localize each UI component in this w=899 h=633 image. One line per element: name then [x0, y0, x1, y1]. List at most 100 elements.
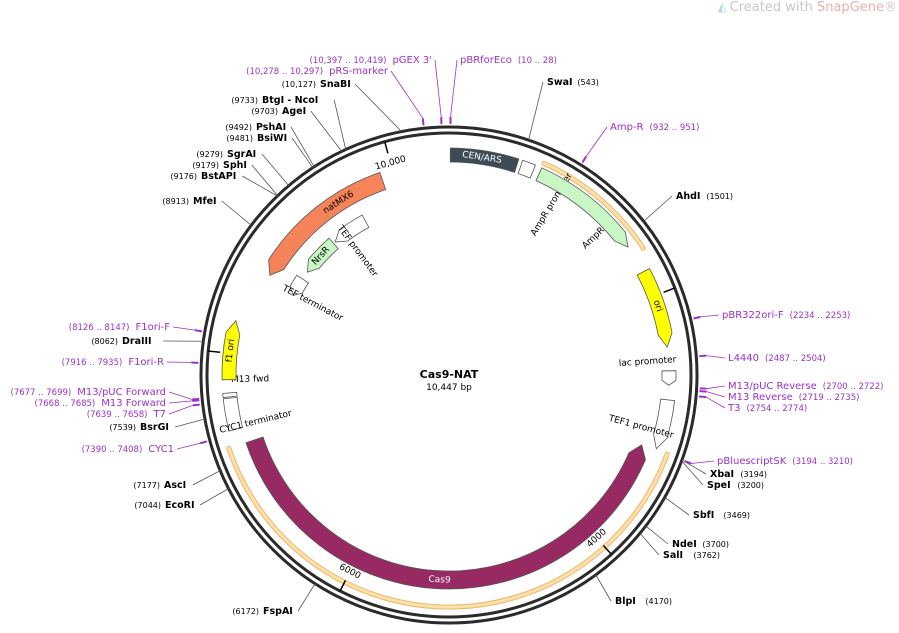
- site-name: SpeI: [707, 480, 731, 491]
- restriction-site[interactable]: SnaBI(10,127): [282, 79, 402, 132]
- feature-arrow[interactable]: [636, 267, 673, 348]
- primer-site[interactable]: T3(2754 .. 2774): [698, 395, 807, 414]
- site-leader: [354, 83, 402, 132]
- site-position: (9279): [196, 150, 223, 159]
- restriction-site[interactable]: MfeI(8913): [162, 196, 252, 226]
- feature-label: lac promoter: [619, 355, 677, 369]
- primer-label: pBRforEco(10 .. 28): [460, 55, 557, 66]
- feature-tef-promoter[interactable]: TEF promoter: [334, 214, 379, 279]
- restriction-site[interactable]: DraIII(8062): [91, 336, 204, 347]
- restriction-site[interactable]: AgeI(9703): [251, 106, 343, 152]
- restriction-site[interactable]: BsrGI(7539): [109, 418, 206, 433]
- primer-site[interactable]: M13/pUC Reverse(2700 .. 2722): [699, 381, 884, 392]
- primer-range: (7390 .. 7408): [82, 445, 143, 455]
- primer-leader: [168, 391, 193, 400]
- restriction-site[interactable]: BsiWI(9481): [226, 133, 314, 168]
- restriction-site[interactable]: SpeI(3200): [681, 460, 764, 491]
- feature-arrow[interactable]: [449, 147, 520, 173]
- feature-arrow[interactable]: [222, 391, 238, 398]
- primer-site[interactable]: pBluescriptSK(3194 .. 3210): [684, 456, 853, 467]
- feature-arrow[interactable]: [245, 436, 646, 590]
- feature-arrow[interactable]: [334, 214, 370, 243]
- primer-site[interactable]: (8126 .. 8147)F1ori-F: [69, 322, 203, 333]
- feature-arrow[interactable]: [653, 398, 675, 450]
- primer-name: CYC1: [148, 444, 174, 455]
- feature-cas9[interactable]: Cas9: [245, 436, 646, 590]
- primer-leader: [706, 385, 726, 390]
- primer-site[interactable]: pBRforEco(10 .. 28): [449, 55, 557, 125]
- primer-site[interactable]: (10,397 .. 10,419)pGEX 3': [310, 55, 443, 125]
- restriction-site[interactable]: FspAI(6172): [232, 583, 316, 617]
- site-leader: [174, 418, 206, 428]
- orf-band-fill: [542, 161, 645, 250]
- backbone-inner-strand: [205, 131, 693, 619]
- primer-site[interactable]: (7668 .. 7685) M13 Forward: [35, 398, 200, 409]
- site-position: (7177): [133, 481, 160, 490]
- feature-cyc1-terminator[interactable]: CYC1 terminator: [219, 396, 293, 436]
- feature-ori[interactable]: ori: [636, 267, 673, 348]
- primer-range: (2700 .. 2722): [823, 382, 884, 392]
- primer-site[interactable]: L4440(2487 .. 2504): [699, 353, 826, 364]
- feature-cen-ars[interactable]: CEN/ARS: [449, 147, 520, 173]
- primer-name: pGEX 3': [392, 55, 432, 66]
- watermark-mark: ®: [884, 0, 897, 15]
- restriction-site[interactable]: SwaI(543): [528, 77, 599, 141]
- restriction-site[interactable]: PshAI(9492): [225, 122, 315, 167]
- site-name: SphI: [223, 160, 247, 171]
- primer-mark: [698, 395, 707, 399]
- feature-arrow[interactable]: [268, 171, 387, 276]
- site-name: FspAI: [263, 606, 293, 617]
- feature-arrow[interactable]: [517, 159, 537, 179]
- feature-arrow[interactable]: [306, 237, 339, 273]
- site-leader: [595, 574, 612, 602]
- feature-arrow[interactable]: [535, 167, 629, 248]
- feature-m13-fwd[interactable]: M13 fwd: [222, 374, 269, 398]
- site-leader: [643, 195, 673, 222]
- restriction-site[interactable]: AscI(7177): [133, 470, 221, 491]
- primer-site[interactable]: M13 Reverse(2719 .. 2735): [699, 390, 859, 403]
- restriction-site[interactable]: EcoRI(7044): [134, 488, 229, 511]
- restriction-site[interactable]: SbfI(3469): [664, 496, 750, 521]
- primer-label: M13 Reverse(2719 .. 2735): [728, 392, 859, 403]
- site-name: SwaI: [547, 77, 573, 88]
- primer-range: (10,278 .. 10,297): [246, 67, 323, 77]
- watermark-prefix: Created with: [729, 0, 817, 15]
- site-name: SbfI: [693, 510, 714, 521]
- tick-mark: [663, 287, 676, 293]
- restriction-site[interactable]: BstAPI(9176): [170, 171, 278, 197]
- restriction-site[interactable]: SphI(9179): [192, 160, 278, 196]
- restriction-site[interactable]: BlpI(4170): [595, 574, 672, 607]
- primer-mark: [192, 403, 200, 407]
- restriction-site-layer: SwaI(543)AhdI(1501)XbaI(3194)SpeI(3200)S…: [91, 77, 767, 617]
- feature-f1-ori[interactable]: f1 ori: [221, 319, 241, 381]
- restriction-site[interactable]: SalI(3762): [639, 532, 720, 561]
- primer-site[interactable]: (7677 .. 7699)M13/pUC Forward: [11, 387, 200, 401]
- feature-label: ori: [651, 299, 664, 313]
- site-leader: [681, 460, 704, 486]
- primer-site[interactable]: (10,278 .. 10,297)pRS-marker: [246, 66, 425, 126]
- primer-site[interactable]: (7916 .. 7935)F1ori-R: [62, 357, 199, 368]
- primer-site[interactable]: (7639 .. 7658)T7: [87, 403, 200, 420]
- feature-arrow[interactable]: [289, 274, 310, 296]
- feature-tef-terminator[interactable]: TEF terminator: [280, 274, 345, 324]
- orf-band-fill: [227, 446, 669, 609]
- primer-site[interactable]: Amp-R(932 .. 951): [581, 122, 699, 163]
- feature-lac-promoter[interactable]: lac promoter: [619, 355, 677, 386]
- feature-nrsr[interactable]: NrsR: [306, 237, 339, 273]
- tick-label: 10,000: [374, 154, 407, 172]
- restriction-site[interactable]: SgrAI(9279): [196, 149, 290, 186]
- center-label: Cas9-NAT 10,447 bp: [420, 368, 479, 393]
- site-name: AgeI: [282, 106, 306, 117]
- primer-site[interactable]: (7390 .. 7408) CYC1: [82, 440, 208, 455]
- primer-name: M13 Forward: [101, 398, 166, 409]
- restriction-site[interactable]: AhdI(1501): [643, 191, 733, 222]
- restriction-site[interactable]: BtgI - NcoI(9733): [231, 95, 347, 150]
- feature-tef1-promoter[interactable]: TEF1 promoter: [607, 398, 675, 450]
- feature-arrow[interactable]: [222, 396, 244, 432]
- restriction-site[interactable]: NdeI(3700): [645, 525, 729, 550]
- feature-arrow[interactable]: [221, 319, 241, 381]
- primer-label: (7639 .. 7658)T7: [87, 409, 166, 420]
- feature-arrow[interactable]: [661, 370, 677, 386]
- primer-range: (7668 .. 7685): [35, 399, 96, 409]
- primer-site[interactable]: pBR322ori-F(2234 .. 2253): [693, 310, 851, 321]
